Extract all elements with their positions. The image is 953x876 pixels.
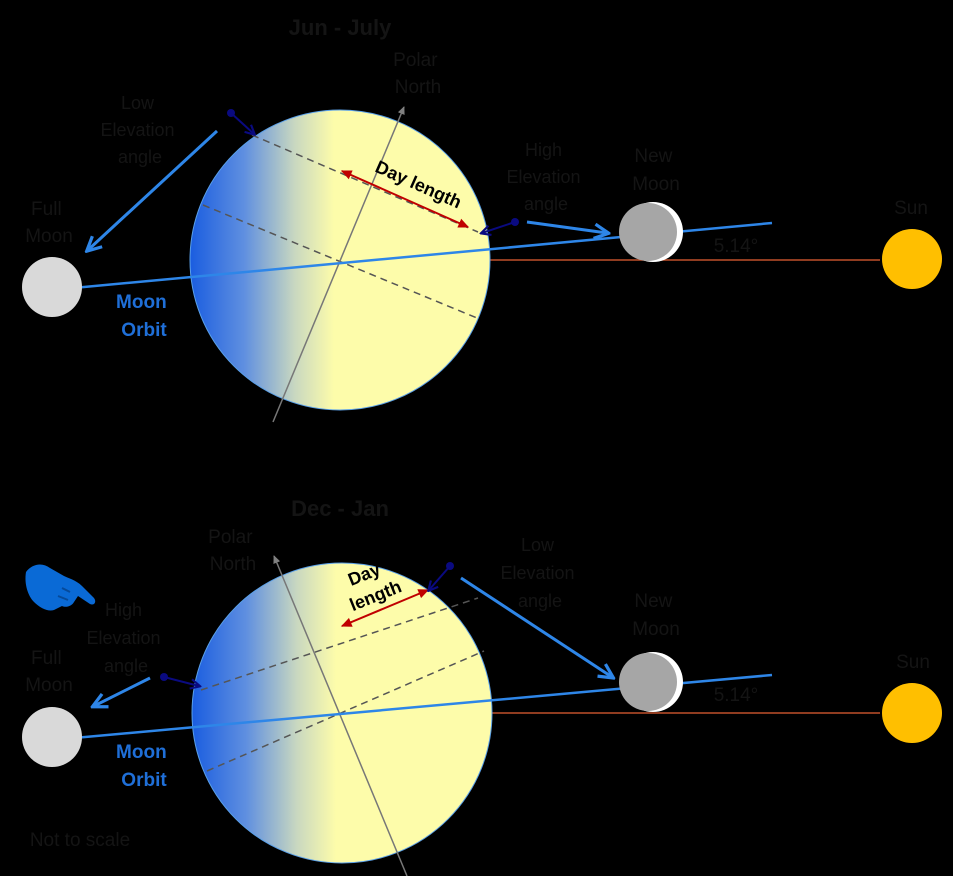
high-angle-arrow [526,220,607,233]
moon-orbit-label: Moon Orbit [116,292,172,341]
sun [882,683,942,743]
left-angle-label: Low Elevation angle [100,93,179,167]
pointer-hand-icon[interactable] [25,564,96,611]
polar-north-label: Polar North [393,50,443,98]
not-to-scale-note: Not to scale [30,830,130,851]
sun-label: Sun [894,198,928,219]
tilt-angle-label: 5.14° [714,685,759,706]
panel-title: Dec - Jan [291,496,389,521]
tilt-angle-label: 5.14° [714,236,759,257]
panel-jun-july: Jun - July Day length Low Elevation angl… [22,15,942,423]
right-angle-label: High Elevation angle [506,140,585,214]
new-moon [619,203,677,261]
observer-ray [482,221,516,233]
panel-title: Jun - July [289,15,392,40]
full-moon-label: Full Moon [25,199,73,247]
polar-north-label: Polar North [208,527,258,575]
right-angle-label: Low Elevation angle [500,535,579,611]
observer-ray [230,112,254,134]
polar-axis [273,555,408,876]
sun [882,229,942,289]
latitude-line [206,650,485,772]
observer-ray [429,565,451,590]
new-moon [619,653,677,711]
latitude-line [200,597,479,691]
left-angle-label: High Elevation angle [86,600,165,676]
full-moon [22,257,82,317]
observer-ray [163,676,199,686]
full-moon-label: Full Moon [25,648,73,696]
moon-orbit-label: Moon Orbit [116,742,172,791]
day-length-arrow [340,589,430,627]
low-angle-arrow [460,576,612,677]
full-moon [22,707,82,767]
high-angle-arrow [94,676,151,706]
sun-label: Sun [896,652,930,673]
low-angle-arrow [88,129,219,250]
day-length-arrow [340,170,470,228]
panel-dec-jan: Dec - Jan Day length High Elevation angl… [22,496,942,876]
new-moon-label: New Moon [632,591,680,640]
new-moon-label: New Moon [632,146,680,195]
